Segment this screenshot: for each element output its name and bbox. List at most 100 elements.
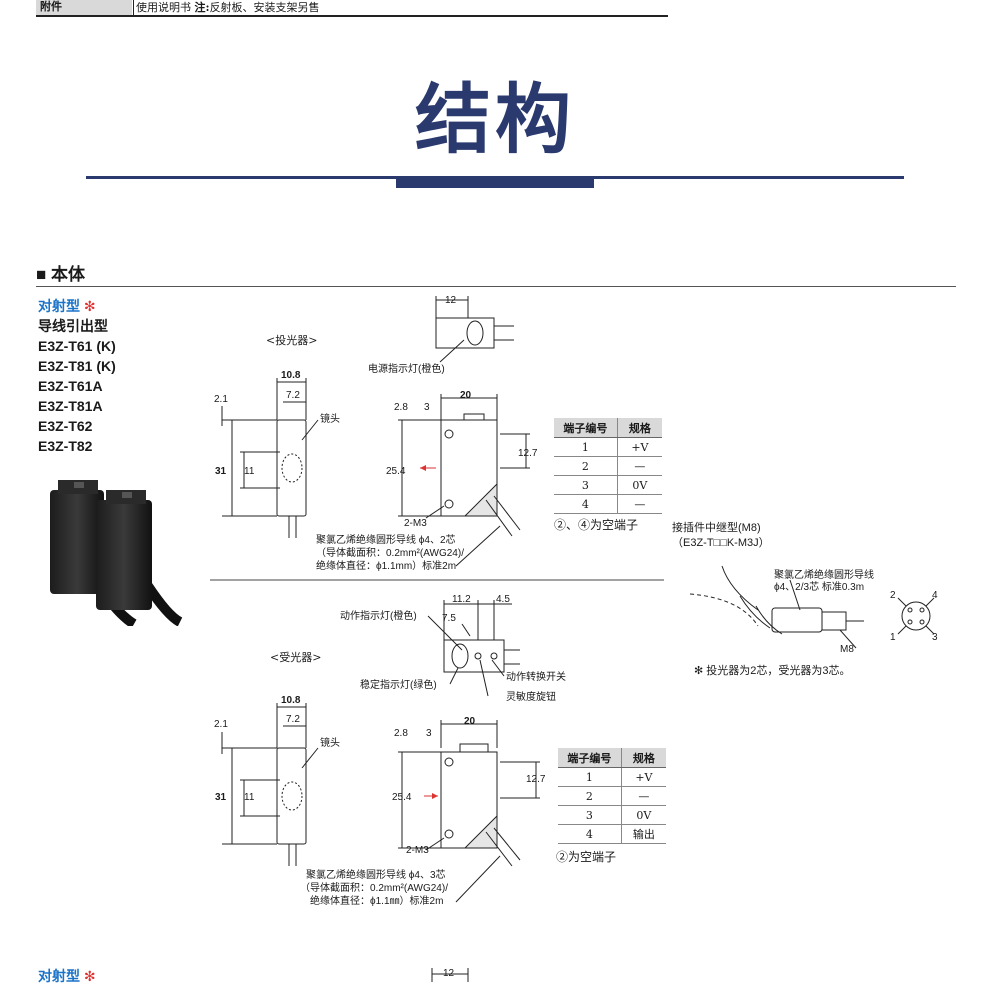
model-6: E3Z-T82 (38, 438, 93, 454)
product-labels: 对射型 ✻ 导线引出型 E3Z-T61 (K) E3Z-T81 (K) E3Z-… (38, 296, 116, 456)
receiver-dim-2-8: 2.8 (394, 728, 408, 739)
receiver-switch: 动作转换开关 (506, 670, 566, 683)
emitter-row-4-no: 4 (554, 494, 618, 514)
connector-pin-2: 2 (890, 590, 896, 601)
footer-dim-12: 12 (443, 968, 455, 979)
accessory-note: 反射板、安装支架另售 (209, 1, 320, 14)
receiver-row-3-spec: 0V (621, 805, 666, 825)
receiver-op-led: 动作指示灯(橙色) (340, 609, 417, 622)
accessory-manual: 使用说明书 (136, 1, 191, 14)
title-accent-block (396, 176, 594, 188)
emitter-table-header-no: 端子编号 (554, 418, 618, 438)
emitter-heading: <投光器> (266, 333, 317, 347)
emitter-row-2-no: 2 (554, 456, 618, 476)
connector-pin-1: 1 (890, 632, 896, 643)
product-photo (50, 480, 183, 626)
emitter-dim-10-8: 10.8 (281, 370, 301, 381)
table-row: 1+V (558, 767, 666, 787)
page-title: 结构 (415, 75, 575, 164)
model-1: E3Z-T61 (K) (38, 338, 116, 354)
receiver-table-header-no: 端子编号 (558, 748, 622, 768)
receiver-dim-20: 20 (464, 716, 476, 727)
receiver-table-header-spec: 规格 (621, 748, 666, 768)
product-type-star: ✻ (83, 298, 96, 314)
receiver-screw: 2-M3 (406, 845, 429, 856)
emitter-row-2-spec: — (617, 456, 662, 476)
accessory-row: 附件 使用说明书 注:反射板、安装支架另售 (36, 0, 668, 17)
product-subtype: 导线引出型 (38, 318, 108, 334)
table-row: 1+V (554, 437, 662, 457)
receiver-row-3-no: 3 (558, 805, 622, 825)
emitter-dim-11: 11 (244, 466, 255, 477)
emitter-top-view (435, 296, 514, 363)
footer-type-label: 对射型 ✻ (38, 966, 96, 986)
connector-pin-4: 4 (932, 590, 938, 601)
receiver-dim-25-4: 25.4 (392, 792, 412, 803)
connector-cable-line-2: ϕ4、2/3芯 标准0.3m (774, 580, 864, 593)
emitter-dim-3: 3 (424, 402, 430, 413)
emitter-dim-25-4: 25.4 (386, 466, 406, 477)
emitter-cable-line-3: 绝缘体直径：ϕ1.1mm）标准2m (316, 559, 456, 572)
emitter-row-3-spec: 0V (617, 475, 662, 495)
receiver-row-2-no: 2 (558, 786, 622, 806)
model-2: E3Z-T81 (K) (38, 358, 116, 374)
receiver-dim-11-2: 11.2 (452, 594, 471, 605)
table-row: 2— (554, 456, 662, 476)
receiver-cable-line-3: 绝缘体直径：ϕ1.1㎜）标准2m (310, 894, 443, 907)
emitter-row-3-no: 3 (554, 475, 618, 495)
receiver-row-4-spec: 输出 (621, 824, 666, 844)
emitter-cable-line-2: （导体截面积：0.2mm²(AWG24)/ (316, 546, 464, 559)
receiver-cable-line-2: （导体截面积：0.2mm²(AWG24)/ (300, 881, 448, 894)
emitter-row-4-spec: — (617, 494, 662, 514)
emitter-side-view (221, 378, 319, 538)
receiver-row-1-no: 1 (558, 767, 622, 787)
accessory-text: 使用说明书 注:反射板、安装支架另售 (136, 0, 320, 15)
emitter-dim-2-8: 2.8 (394, 402, 408, 413)
section-rule (36, 286, 956, 287)
connector-pin-3: 3 (932, 632, 938, 643)
accessory-note-prefix: 注: (194, 1, 210, 14)
receiver-row-2-spec: — (621, 786, 666, 806)
receiver-dim-7-5: 7.5 (442, 613, 456, 624)
emitter-table-note: ②、④为空端子 (554, 518, 639, 532)
receiver-row-1-spec: +V (621, 767, 666, 787)
emitter-dim-7-2: 7.2 (286, 390, 300, 401)
emitter-cable-line-1: 聚氯乙烯绝缘圆形导线 ϕ4、2芯 (316, 533, 456, 546)
footer-type-star: ✻ (83, 968, 96, 984)
connector-title: 接插件中继型(M8) (672, 520, 761, 534)
connector-cable-line-1: 聚氯乙烯绝缘圆形导线 (774, 568, 874, 581)
model-5: E3Z-T62 (38, 418, 93, 434)
receiver-side-view (221, 703, 319, 866)
receiver-dim-3: 3 (426, 728, 432, 739)
receiver-stable-led: 稳定指示灯(绿色) (360, 678, 437, 691)
emitter-dim-12-7: 12.7 (518, 448, 538, 459)
connector-drawing (689, 565, 935, 649)
section-heading: ■ 本体 (36, 265, 85, 284)
emitter-dim-12: 12 (445, 295, 457, 306)
emitter-lens: 镜头 (320, 412, 340, 425)
footer-type-text: 对射型 (38, 968, 80, 984)
accessory-divider (133, 0, 134, 15)
table-row: 2— (558, 786, 666, 806)
receiver-row-4-no: 4 (558, 824, 622, 844)
emitter-dim-31: 31 (215, 466, 227, 477)
emitter-row-1-spec: +V (617, 437, 662, 457)
receiver-dim-2-1: 2.1 (214, 719, 228, 730)
emitter-screw: 2-M3 (404, 518, 427, 529)
emitter-row-1-no: 1 (554, 437, 618, 457)
model-4: E3Z-T81A (38, 398, 103, 414)
product-type-text: 对射型 (38, 298, 80, 314)
receiver-dim-4-5: 4.5 (496, 594, 510, 605)
connector-footnote: ✻ 投光器为2芯，受光器为3芯。 (694, 663, 851, 677)
accessory-label: 附件 (36, 0, 132, 15)
receiver-sensitivity: 灵敏度旋钮 (506, 690, 556, 703)
connector-m8: M8 (840, 644, 854, 655)
receiver-front-view (398, 720, 540, 867)
receiver-dim-12-7: 12.7 (526, 774, 546, 785)
receiver-top-view (427, 600, 520, 697)
